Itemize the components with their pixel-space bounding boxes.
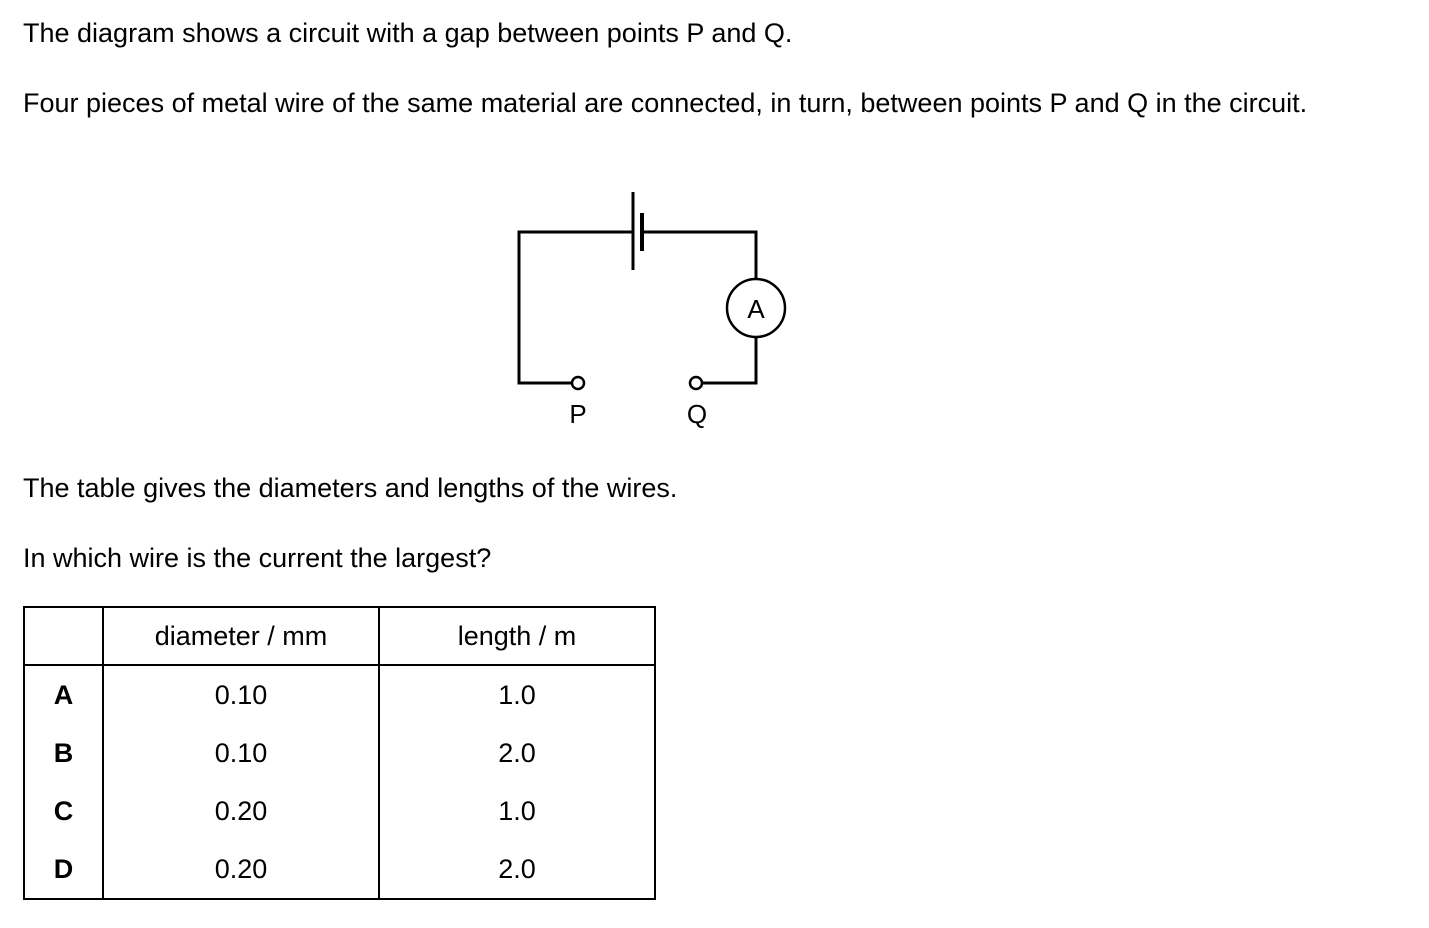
diameter-cell: 0.10 [102, 724, 380, 782]
diameter-cell: 0.20 [102, 782, 380, 840]
ammeter-icon [725, 277, 787, 339]
length-cell: 2.0 [378, 724, 656, 782]
table-intro-text: The table gives the diameters and length… [23, 473, 678, 503]
wire-right [642, 230, 758, 279]
header-diameter: diameter / mm [102, 606, 380, 666]
intro-text: The diagram shows a circuit with a gap b… [23, 18, 793, 48]
terminal-q [688, 375, 704, 391]
ammeter-label: A [747, 294, 765, 324]
wire-left [517, 230, 633, 385]
diameter-cell: 0.10 [102, 665, 380, 724]
question-text: In which wire is the current the largest… [23, 543, 492, 573]
option-label: C [23, 782, 104, 840]
wire-bottom-right [702, 337, 758, 385]
length-cell: 1.0 [378, 665, 656, 724]
setup-text: Four pieces of metal wire of the same ma… [23, 88, 1308, 118]
terminal-p [570, 375, 586, 391]
option-label: D [23, 840, 104, 900]
header-length: length / m [378, 606, 656, 666]
length-cell: 1.0 [378, 782, 656, 840]
label-p: P [569, 399, 586, 429]
header-option [23, 606, 104, 666]
option-label: B [23, 724, 104, 782]
option-label: A [23, 665, 104, 724]
diameter-cell: 0.20 [102, 840, 380, 900]
length-cell: 2.0 [378, 840, 656, 900]
label-q: Q [687, 399, 707, 429]
